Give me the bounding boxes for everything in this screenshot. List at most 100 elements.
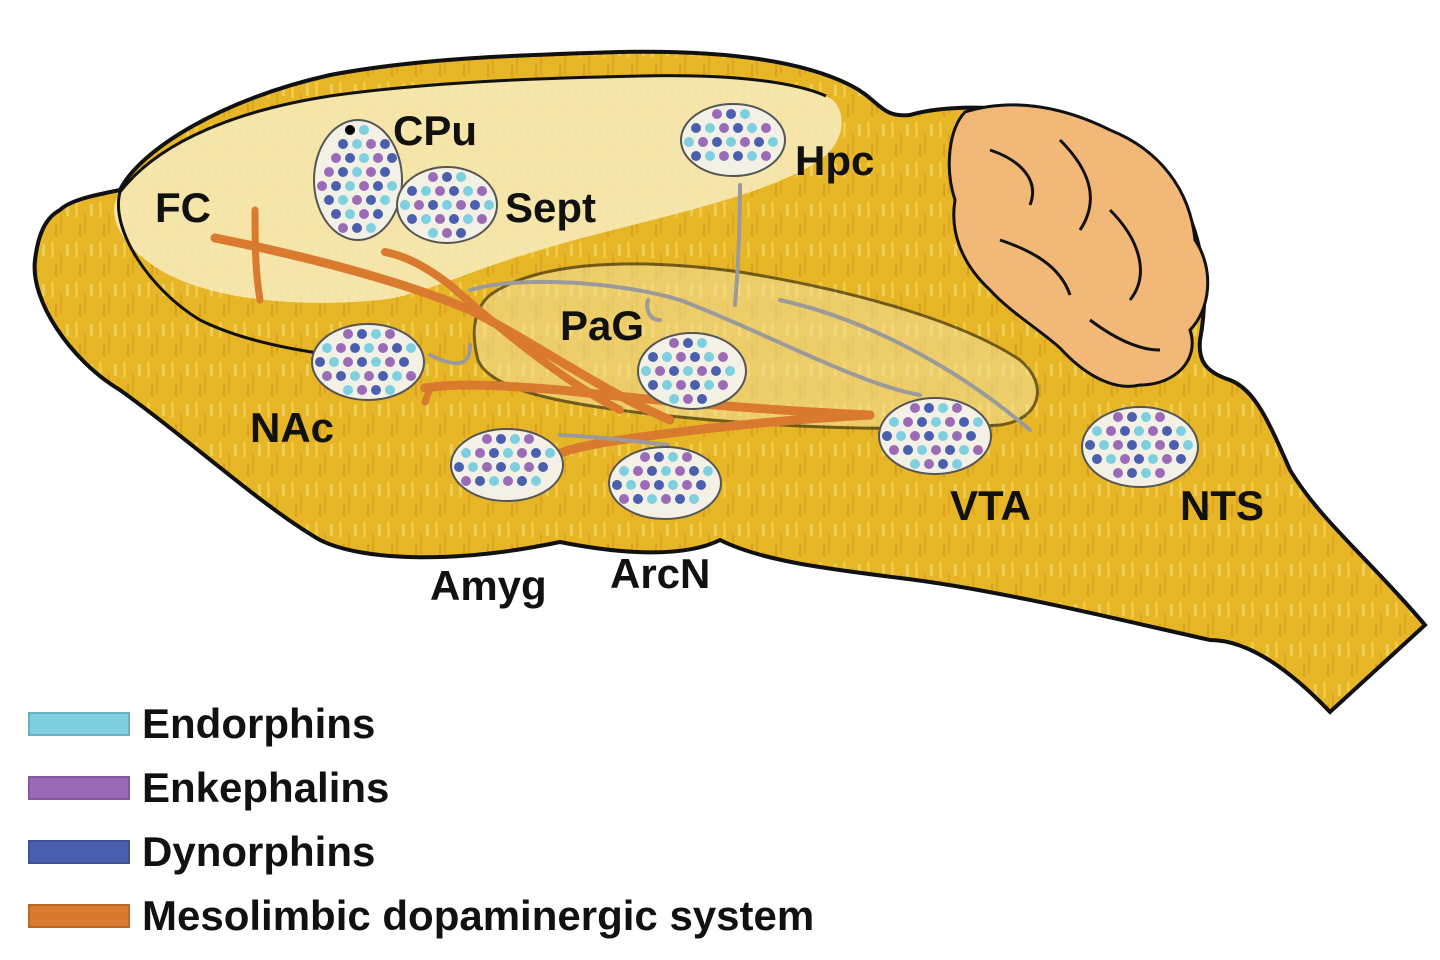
peptide-dot xyxy=(691,151,701,161)
peptide-dot xyxy=(364,343,374,353)
peptide-dot xyxy=(697,366,707,376)
peptide-dot xyxy=(517,448,527,458)
cpu-nucleus xyxy=(313,119,403,241)
peptide-dot xyxy=(669,338,679,348)
peptide-dot xyxy=(345,125,355,135)
peptide-dot xyxy=(973,445,983,455)
peptide-dot xyxy=(322,371,332,381)
legend-label-dynorphins: Dynorphins xyxy=(142,828,376,875)
peptide-dot xyxy=(668,480,678,490)
peptide-dot xyxy=(682,480,692,490)
peptide-dot xyxy=(704,380,714,390)
peptide-dot xyxy=(959,417,969,427)
cerebellum-folds xyxy=(989,138,1161,352)
peptide-dot xyxy=(387,153,397,163)
peptide-dot xyxy=(442,228,452,238)
peptide-dot xyxy=(350,371,360,381)
peptide-dot xyxy=(640,452,650,462)
peptide-dot xyxy=(648,380,658,390)
peptide-dot xyxy=(496,462,506,472)
peptide-dot xyxy=(399,357,409,367)
peptide-dot xyxy=(689,466,699,476)
peptide-dot xyxy=(917,445,927,455)
peptide-dot xyxy=(690,352,700,362)
mesolimbic-swatch xyxy=(28,904,130,928)
legend-item-mesolimbic: Mesolimbic dopaminergic system xyxy=(28,884,1028,948)
nts-nucleus xyxy=(1081,406,1199,488)
peptide-dot xyxy=(945,445,955,455)
peptide-dot xyxy=(449,186,459,196)
peptide-dot xyxy=(959,445,969,455)
peptide-dot xyxy=(350,343,360,353)
peptide-dot xyxy=(712,137,722,147)
peptide-dot xyxy=(712,109,722,119)
peptide-dot xyxy=(691,123,701,133)
peptide-dot xyxy=(952,403,962,413)
peptide-dot xyxy=(952,431,962,441)
peptide-dot xyxy=(407,186,417,196)
peptide-dot xyxy=(619,494,629,504)
peptide-dot xyxy=(524,462,534,472)
peptide-dot xyxy=(683,338,693,348)
peptide-dot xyxy=(366,223,376,233)
peptide-dot xyxy=(1176,426,1186,436)
peptide-dot xyxy=(690,380,700,390)
peptide-dot xyxy=(531,448,541,458)
peptide-dot xyxy=(1120,426,1130,436)
peptide-dot xyxy=(456,228,466,238)
peptide-dot xyxy=(338,139,348,149)
peptide-dot xyxy=(1106,426,1116,436)
peptide-dot xyxy=(633,466,643,476)
peptide-dot xyxy=(938,431,948,441)
peptide-dot xyxy=(421,214,431,224)
peptide-dot xyxy=(647,466,657,476)
peptide-dot xyxy=(654,452,664,462)
peptide-dot xyxy=(435,214,445,224)
peptide-dot xyxy=(1134,426,1144,436)
label-sept: Sept xyxy=(505,184,596,231)
peptide-dot xyxy=(684,137,694,147)
peptide-dot xyxy=(703,466,713,476)
peptide-dot xyxy=(903,445,913,455)
peptide-dot xyxy=(1099,440,1109,450)
peptide-dot xyxy=(662,380,672,390)
peptide-dot xyxy=(456,200,466,210)
peptide-dot xyxy=(641,366,651,376)
peptide-dot xyxy=(705,123,715,133)
peptide-dot xyxy=(697,394,707,404)
peptide-dot xyxy=(380,167,390,177)
peptide-dot xyxy=(380,139,390,149)
peptide-dot xyxy=(371,357,381,367)
peptide-dot xyxy=(484,200,494,210)
peptide-dot xyxy=(1148,454,1158,464)
peptide-dot xyxy=(654,480,664,490)
peptide-dot xyxy=(719,123,729,133)
legend-label-mesolimbic: Mesolimbic dopaminergic system xyxy=(142,892,815,939)
peptide-dot xyxy=(456,172,466,182)
peptide-dot xyxy=(454,462,464,472)
peptide-dot xyxy=(345,209,355,219)
peptide-dot xyxy=(669,366,679,376)
peptide-dot xyxy=(317,181,327,191)
peptide-dot xyxy=(882,431,892,441)
peptide-dot xyxy=(1148,426,1158,436)
peptide-dot xyxy=(380,195,390,205)
peptide-dot xyxy=(626,480,636,490)
peptide-dot xyxy=(675,466,685,476)
cpu-nucleus-outline xyxy=(313,119,403,241)
peptide-dot xyxy=(683,366,693,376)
peptide-dot xyxy=(1113,412,1123,422)
peptide-dot xyxy=(489,476,499,486)
peptide-dot xyxy=(1169,440,1179,450)
peptide-dot xyxy=(697,338,707,348)
peptide-dot xyxy=(531,476,541,486)
peptide-dot xyxy=(1085,440,1095,450)
peptide-dot xyxy=(359,181,369,191)
peptide-dot xyxy=(1127,412,1137,422)
peptide-dot xyxy=(463,186,473,196)
peptide-dot xyxy=(924,459,934,469)
peptide-dot xyxy=(475,476,485,486)
peptide-dot xyxy=(428,172,438,182)
peptide-dot xyxy=(889,445,899,455)
dynorphins-swatch xyxy=(28,840,130,864)
